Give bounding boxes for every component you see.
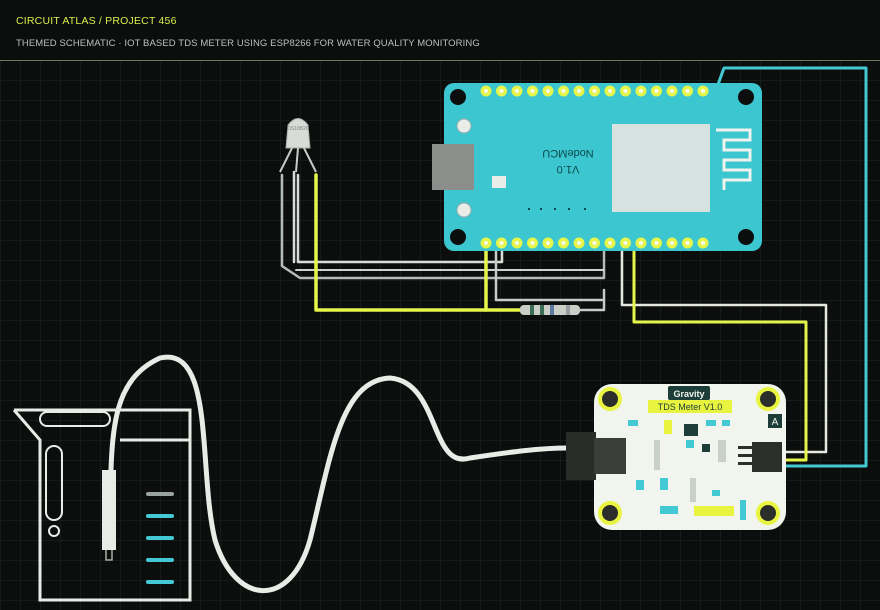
smd-component xyxy=(660,506,678,514)
smd-component xyxy=(706,420,716,426)
header-pin-hole xyxy=(623,89,628,93)
module-brand: Gravity xyxy=(673,389,704,399)
header-pin-hole xyxy=(701,89,705,93)
smd-component xyxy=(686,440,694,448)
header-pin-hole xyxy=(530,241,535,245)
header-pin-hole xyxy=(670,89,674,93)
sensor-marking: DS18B20 xyxy=(287,126,309,132)
smd-component xyxy=(712,490,720,496)
header-pin-hole xyxy=(515,89,519,93)
nodemcu-board[interactable]: NodeMCU V1.0 xyxy=(432,83,762,251)
usb-port xyxy=(432,144,474,190)
smd-component xyxy=(718,440,726,462)
header-pin-hole xyxy=(608,241,612,245)
board-model-text: NodeMCU xyxy=(542,147,593,159)
header-pin-hole xyxy=(484,89,488,93)
probe-cable[interactable] xyxy=(107,354,571,594)
header-pin-hole xyxy=(515,241,519,245)
smd-component xyxy=(628,420,638,426)
smd-component xyxy=(664,420,672,434)
header-pin-hole xyxy=(592,89,597,93)
header-pin-hole xyxy=(639,89,643,93)
resistor[interactable] xyxy=(520,305,580,315)
header-pin-hole xyxy=(561,89,566,93)
header-pin-hole xyxy=(499,89,504,93)
mounting-hole xyxy=(738,229,754,245)
smd-component xyxy=(740,500,746,520)
module-model: TDS Meter V1.0 xyxy=(658,402,723,412)
tds-probe[interactable] xyxy=(102,470,116,550)
module-corner-mark: A xyxy=(772,417,779,428)
pin-header-bottom[interactable] xyxy=(480,237,709,249)
header-pin-hole xyxy=(592,241,597,245)
header-pin-hole xyxy=(685,241,690,245)
breadcrumb[interactable]: CIRCUIT ATLAS / PROJECT 456 xyxy=(16,15,177,27)
smd-component xyxy=(694,506,734,516)
flash-button[interactable] xyxy=(456,202,472,218)
header-pin-hole xyxy=(577,241,581,245)
gravity-badge xyxy=(668,386,710,400)
page-subtitle: THEMED SCHEMATIC · IOT BASED TDS METER U… xyxy=(16,38,480,49)
header-pin-hole xyxy=(546,89,550,93)
reset-button[interactable] xyxy=(456,118,472,134)
header-pin-hole xyxy=(670,241,674,245)
smd-component xyxy=(684,424,698,436)
header-pin-hole xyxy=(499,241,504,245)
wire-white-analog[interactable] xyxy=(620,240,828,454)
antenna-trace xyxy=(716,128,752,190)
header: CIRCUIT ATLAS / PROJECT 456 THEMED SCHEM… xyxy=(0,0,880,61)
temperature-sensor[interactable]: DS18B20 xyxy=(279,118,317,173)
header-pin-hole xyxy=(484,241,488,245)
smd-component xyxy=(654,440,660,470)
wire-white-vcc[interactable] xyxy=(296,173,504,264)
board-version-text: V1.0 xyxy=(557,163,580,175)
wires xyxy=(107,66,868,594)
mounting-hole xyxy=(450,89,466,105)
header-pin-hole xyxy=(561,241,566,245)
header-pin-hole xyxy=(685,89,690,93)
module-components xyxy=(624,420,746,520)
smd-component xyxy=(660,478,668,490)
header-pin-hole xyxy=(623,241,628,245)
bnc-connector[interactable] xyxy=(566,432,596,480)
module-connector[interactable] xyxy=(752,442,782,472)
chip-small xyxy=(492,176,506,188)
header-pin-hole xyxy=(639,241,643,245)
header-pin-hole xyxy=(577,89,581,93)
silk-dots xyxy=(528,208,586,210)
header-pin-hole xyxy=(654,89,659,93)
smd-component xyxy=(690,478,696,502)
wifi-module xyxy=(612,124,710,212)
water-beaker[interactable] xyxy=(12,408,192,602)
wire-grey-gnd[interactable] xyxy=(280,173,606,280)
smd-component xyxy=(702,444,710,452)
smd-component xyxy=(722,420,730,426)
wire-yellow-signal[interactable] xyxy=(632,240,808,462)
header-pin-hole xyxy=(654,241,659,245)
pin-header-top[interactable] xyxy=(480,85,709,97)
measurement-marks xyxy=(146,492,174,584)
wire-cyan-vcc[interactable] xyxy=(714,66,868,468)
smd-component xyxy=(636,480,644,490)
mounting-hole xyxy=(738,89,754,105)
wire-yellow-data[interactable] xyxy=(314,173,522,312)
tds-sensor-module[interactable]: Gravity TDS Meter V1.0 A xyxy=(566,384,786,530)
header-pin-hole xyxy=(546,241,550,245)
header-pin-hole xyxy=(608,89,612,93)
header-pin-hole xyxy=(701,241,705,245)
mounting-hole xyxy=(450,229,466,245)
header-pin-hole xyxy=(530,89,535,93)
